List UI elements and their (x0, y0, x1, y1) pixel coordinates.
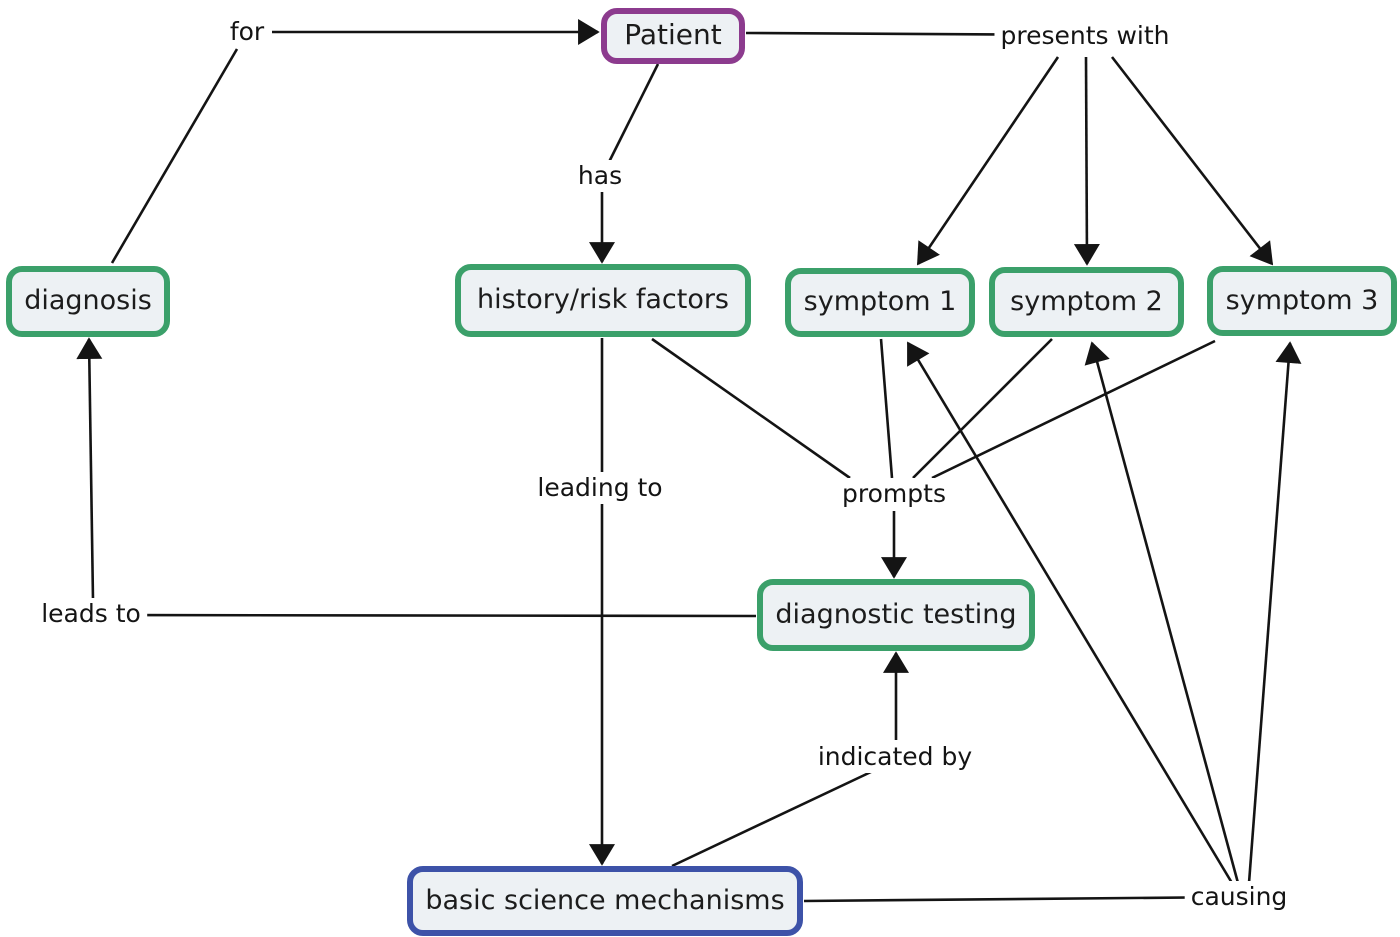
edge-presents-with-to-symptom3-arrow (1110, 56, 1274, 266)
edge-label-for: for (223, 16, 271, 48)
edge-leads-to-to-diagnosis-arrow (76, 337, 103, 601)
edge-causing-to-symptom2-arrow (1084, 341, 1240, 884)
edge-symptom2-to-prompts-line (912, 338, 1053, 479)
edge-label-prompts: prompts (836, 478, 952, 510)
edge-label-leads-to: leads to (35, 598, 147, 630)
edge-symptom1-to-prompts-line (879, 338, 894, 479)
edge-causing-to-symptom1-arrow (906, 341, 1234, 884)
node-symptom-3: symptom 3 (1207, 266, 1397, 336)
edge-label-leading-to: leading to (531, 472, 669, 504)
edge-label-has: has (571, 160, 629, 192)
node-symptom-2: symptom 2 (989, 267, 1184, 337)
edge-symptom3-to-prompts-line (931, 339, 1216, 480)
edge-history-to-prompts-line (651, 337, 851, 480)
edge-basic-science-to-causing-line (803, 895, 1241, 903)
edge-presents-with-to-symptom1-arrow (916, 56, 1060, 266)
edge-presents-with-to-symptom2-arrow (1073, 56, 1100, 266)
node-diagnostic-testing: diagnostic testing (757, 579, 1035, 651)
node-patient: Patient (601, 8, 745, 64)
edge-label-indicated-by: indicated by (811, 741, 979, 773)
edge-patient-to-has-line (604, 63, 660, 169)
node-symptom-1: symptom 1 (785, 268, 975, 337)
edge-diagnostic-testing-to-leads-to-line (94, 613, 757, 618)
node-basic-science-mechanisms: basic science mechanisms (407, 866, 803, 936)
edge-causing-to-symptom3-arrow (1247, 341, 1302, 884)
edge-basic-science-to-indicated-by-line (671, 769, 874, 868)
edge-label-presents-with: presents with (994, 20, 1176, 52)
edge-diagnosis-to-for-line (110, 48, 239, 264)
node-diagnosis: diagnosis (6, 266, 170, 337)
edge-label-causing: causing (1184, 881, 1294, 913)
node-history-risk-factors: history/risk factors (455, 264, 751, 337)
